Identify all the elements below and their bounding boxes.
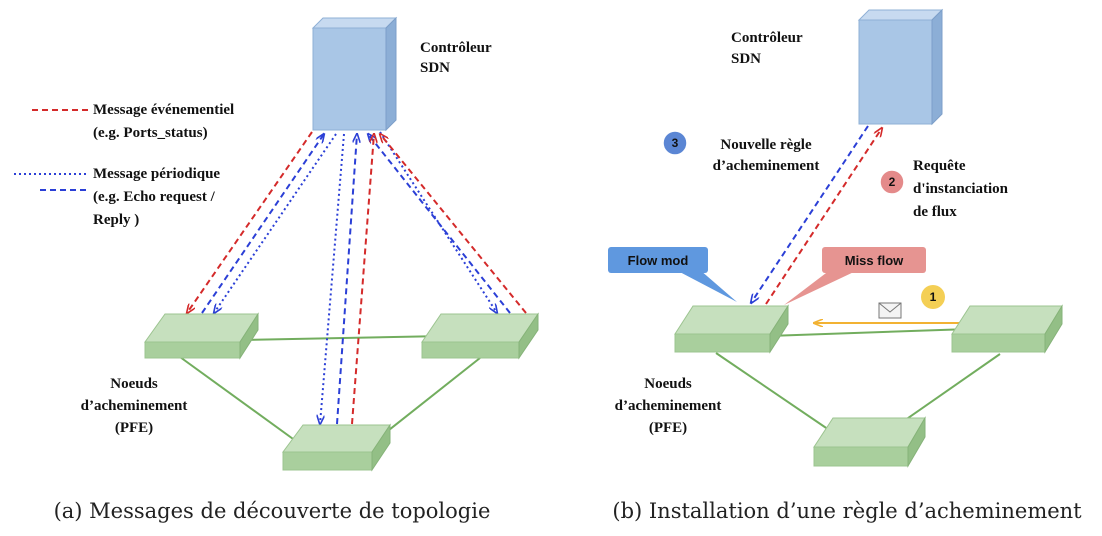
arrow-event-right (380, 134, 527, 314)
arrow-request-bottom (320, 133, 345, 424)
step1-number: 1 (930, 290, 937, 304)
arrow-flow-request (765, 128, 882, 305)
step3-badge (662, 130, 688, 156)
miss-flow-callout (784, 247, 926, 305)
node-a-left (144, 312, 259, 360)
controller-label-b-line2: SDN (731, 51, 761, 67)
step2-number: 2 (889, 175, 896, 189)
link-left-bottom (179, 356, 301, 445)
legend-periodic-line3: Reply ) (93, 212, 139, 228)
legend-periodic-line2: (e.g. Echo request / (93, 189, 216, 205)
node-b-right (951, 304, 1063, 354)
step3-label-line2: d’acheminement (713, 158, 820, 174)
caption-a: (a) Messages de découverte de topologie (54, 499, 491, 523)
step2-label-line2: d'instanciation (913, 181, 1009, 197)
arrow-event-left (187, 131, 313, 313)
link-b-left-bottom (715, 352, 839, 437)
step2-badge (879, 169, 905, 195)
legend-periodic-line1: Message périodique (93, 166, 220, 182)
step2-label-line1: Requête (913, 158, 966, 174)
panel-a: Contrôleur SDN Message événementiel (e.g… (14, 16, 539, 523)
step2-label-line3: de flux (913, 204, 957, 220)
envelope-icon (878, 302, 902, 319)
controller-a (311, 16, 398, 132)
controller-label-a-line2: SDN (420, 60, 450, 76)
nodes-label-a-line3: (PFE) (115, 420, 153, 436)
nodes-label-a-line1: Noeuds (110, 376, 158, 392)
nodes-label-a-line2: d’acheminement (81, 398, 188, 414)
arrow-new-rule (751, 125, 869, 303)
step1-badge (921, 285, 945, 309)
nodes-label-b-line2: d’acheminement (615, 398, 722, 414)
legend-event-line1: Message événementiel (93, 102, 234, 118)
link-b-left-right (767, 328, 971, 337)
arrow-reply-right (368, 134, 511, 314)
node-a-right (421, 312, 539, 360)
nodes-label-b-line3: (PFE) (649, 420, 687, 436)
flow-mod-callout (608, 247, 737, 302)
flow-mod-label: Flow mod (628, 253, 689, 268)
arrow-reply-bottom (336, 134, 357, 425)
node-b-left (674, 304, 789, 354)
arrow-request-left (214, 133, 337, 313)
node-a-bottom (282, 423, 391, 472)
step3-label-line1: Nouvelle règle (720, 137, 812, 153)
caption-b: (b) Installation d’une règle d’acheminem… (612, 499, 1082, 523)
miss-flow-label: Miss flow (845, 253, 904, 268)
node-b-bottom (813, 416, 926, 468)
arrow-request-right (379, 131, 497, 313)
controller-label-a-line1: Contrôleur (420, 40, 492, 56)
step3-number: 3 (672, 136, 679, 150)
panel-b: Contrôleur SDN 3 Nouvelle règle d’achemi… (608, 8, 1082, 523)
controller-b (857, 8, 944, 126)
legend-event-line2: (e.g. Ports_status) (93, 125, 208, 141)
nodes-label-b-line1: Noeuds (644, 376, 692, 392)
arrow-reply-left (201, 134, 324, 314)
controller-label-b-line1: Contrôleur (731, 30, 803, 46)
arrow-event-bottom (351, 134, 374, 425)
link-left-right (239, 335, 446, 341)
